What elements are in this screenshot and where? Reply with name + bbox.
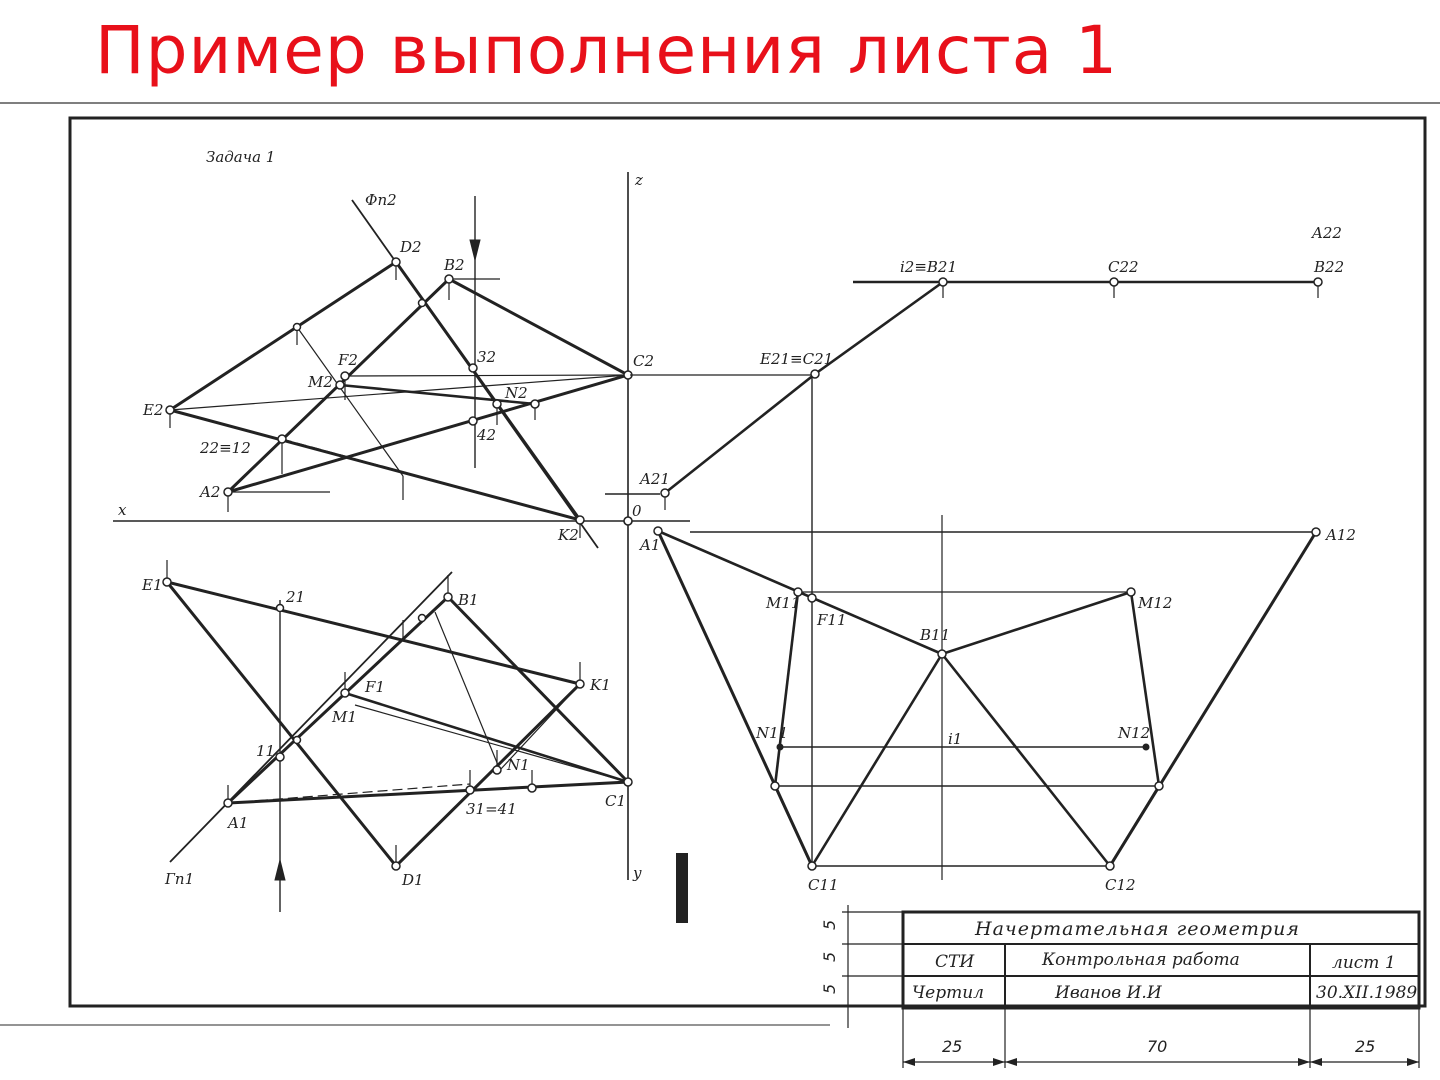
label-M2: M2 <box>307 373 333 391</box>
label-1-1: 11 <box>256 742 275 760</box>
label-B2: B2 <box>443 256 465 274</box>
drawing-frame <box>68 116 1427 1008</box>
front-view <box>169 196 632 549</box>
slide-title: Пример выполнения листа 1 <box>95 12 1119 89</box>
label-N2: N2 <box>504 384 528 402</box>
label-F2: F2 <box>337 351 358 369</box>
task-title: Задача 1 <box>206 148 275 166</box>
label-E1: E1 <box>141 576 163 594</box>
label-B1: B1 <box>457 591 479 609</box>
dim-row-1: 5 <box>820 920 839 930</box>
marker-bar <box>676 853 688 923</box>
label-F1: F1 <box>364 678 385 696</box>
title-block-subject: Начертательная геометрия <box>974 918 1300 940</box>
transform-view-points <box>653 277 1323 871</box>
title-block-role: Чертил <box>912 983 984 1003</box>
label-N1: N1 <box>506 756 530 774</box>
label-K1: K1 <box>589 676 611 694</box>
label-M1: M1 <box>331 708 357 726</box>
label-A1: A1 <box>226 814 248 832</box>
title-block-author: Иванов И.И <box>1054 983 1163 1003</box>
label-D2: D2 <box>399 238 422 256</box>
label-2-2: 22≡12 <box>199 439 251 457</box>
top-view <box>165 560 632 912</box>
dim-col-3: 25 <box>1355 1037 1375 1056</box>
label-D1: D1 <box>401 871 424 889</box>
title-block-sheet: лист 1 <box>1332 953 1396 973</box>
label-A22: A22 <box>1310 224 1342 242</box>
label-K2: K2 <box>557 526 579 544</box>
label-A2: A2 <box>198 483 220 501</box>
label-i2-B21: i2≡B21 <box>900 258 957 276</box>
origin-label: 0 <box>632 502 642 520</box>
label-C12: C12 <box>1105 876 1136 894</box>
label-M12: M12 <box>1137 594 1172 612</box>
label-M11: M11 <box>765 594 800 612</box>
label-C22: C22 <box>1108 258 1139 276</box>
top-view-points <box>162 577 633 871</box>
label-N11: N11 <box>755 724 788 742</box>
label-4-2: 42 <box>476 426 496 444</box>
axis-y-label: y <box>632 864 642 882</box>
transform-view <box>630 280 1320 880</box>
axes <box>113 172 690 880</box>
label-B22: B22 <box>1313 258 1344 276</box>
label-C1: C1 <box>605 792 626 810</box>
label-N12: N12 <box>1117 724 1150 742</box>
dim-col-1: 25 <box>942 1037 962 1056</box>
label-gamma-plane: Гп1 <box>164 870 194 888</box>
label-E2: E2 <box>142 401 164 419</box>
dim-row-2: 5 <box>820 952 839 962</box>
title-block-org: СТИ <box>935 952 975 972</box>
label-C2: C2 <box>633 352 654 370</box>
label-3-2: 32 <box>477 348 496 366</box>
dim-row-3: 5 <box>820 984 839 994</box>
title-block-work-type: Контрольная работа <box>1041 950 1240 970</box>
title-block-date: 30.XII.1989 <box>1316 983 1417 1003</box>
label-C11: C11 <box>808 876 839 894</box>
label-phi-plane: Фп2 <box>365 191 397 209</box>
label-B11: B11 <box>919 626 950 644</box>
axis-z-label: z <box>634 171 643 189</box>
front-view-points <box>165 257 633 525</box>
axis-x-label: x <box>118 501 127 519</box>
label-A21: A21 <box>638 470 670 488</box>
dim-col-2: 70 <box>1147 1037 1167 1056</box>
label-E21-C21: E21≡C21 <box>759 350 833 368</box>
label-3-1: 31=41 <box>466 800 517 818</box>
title-block <box>842 905 1421 1068</box>
label-2-1: 21 <box>285 588 305 606</box>
label-i1: i1 <box>948 730 962 748</box>
label-A12: A12 <box>1324 526 1356 544</box>
label-A1-origin: A1 <box>638 536 660 554</box>
label-F11: F11 <box>816 611 847 629</box>
